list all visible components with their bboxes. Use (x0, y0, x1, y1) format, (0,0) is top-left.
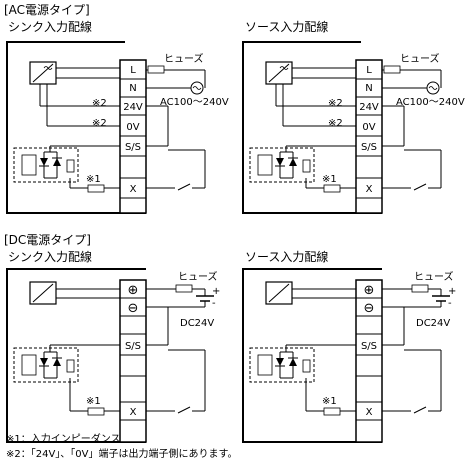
dc-sink-supply-label: DC24V (180, 318, 214, 329)
ac-source-title: ソース入力配線 (245, 20, 329, 34)
ac-sink-title: シンク入力配線 (8, 20, 93, 34)
ac-source-terminal-ss: S/S (361, 142, 377, 153)
dc-source-plus-terminal: ⊕ (364, 283, 375, 298)
ac-sink-terminal-L: L (130, 65, 136, 76)
ac-source-terminal-N: N (365, 83, 372, 94)
ac-source-supply-label: AC100～240V (396, 97, 465, 108)
ac-section-title: [AC電源タイプ] (4, 3, 90, 17)
ac-source-fuse-label: ヒューズ (400, 52, 440, 65)
ac-sink-mark1: ※1 (86, 174, 101, 185)
dc-sink-plus-terminal: ⊕ (128, 283, 139, 298)
dc-sink-title: シンク入力配線 (8, 250, 93, 264)
ac-sink-fuse-label: ヒューズ (164, 52, 204, 65)
ac-sink-terminal-24v: 24V (123, 102, 143, 113)
ac-source-terminal-L: L (366, 65, 372, 76)
dc-source-battery-minus: - (448, 298, 452, 309)
dc-sink-battery-plus: + (212, 286, 220, 297)
dc-sink-terminal-ss: S/S (125, 341, 141, 352)
dc-source-mark1: ※1 (322, 396, 337, 407)
dc-section-title: [DC電源タイプ] (4, 233, 91, 247)
ac-source-mark2-b: ※2 (328, 118, 343, 129)
dc-sink-mark1: ※1 (86, 396, 101, 407)
dc-sink-diagram (6, 268, 215, 443)
ac-sink-terminal-0v: 0V (126, 122, 139, 133)
dc-source-fuse-label: ヒューズ (414, 270, 454, 283)
dc-sink-minus-terminal: ⊖ (128, 301, 139, 316)
ac-sink-terminal-x: X (130, 184, 137, 195)
ac-sink-mark2-a: ※2 (92, 98, 107, 109)
ac-sink-terminal-ss: S/S (125, 142, 141, 153)
dc-source-terminal-x: X (366, 407, 373, 418)
dc-sink-terminal-x: X (130, 407, 137, 418)
ac-sink-terminal-N: N (129, 83, 136, 94)
dc-sink-battery-minus: - (212, 298, 216, 309)
ac-source-terminal-0v: 0V (362, 122, 375, 133)
ac-sink-supply-label: AC100～240V (160, 97, 229, 108)
dc-source-minus-terminal: ⊖ (364, 301, 375, 316)
ac-source-terminal-24v: 24V (359, 102, 379, 113)
note-terminal-location: ※2：「24V」、「0V」端子は出力端子側にあります。 (6, 449, 238, 460)
note-input-impedance: ※1：入力インピーダンス (6, 434, 121, 445)
dc-source-title: ソース入力配線 (245, 250, 329, 264)
dc-source-terminal-ss: S/S (361, 341, 377, 352)
ac-sink-mark2-b: ※2 (92, 118, 107, 129)
dc-source-battery-plus: + (448, 286, 456, 297)
dc-source-diagram (242, 268, 451, 443)
ac-source-terminal-x: X (366, 184, 373, 195)
ac-source-mark2-a: ※2 (328, 98, 343, 109)
dc-sink-fuse-label: ヒューズ (178, 270, 218, 283)
dc-source-supply-label: DC24V (416, 318, 450, 329)
ac-source-mark1: ※1 (322, 174, 337, 185)
